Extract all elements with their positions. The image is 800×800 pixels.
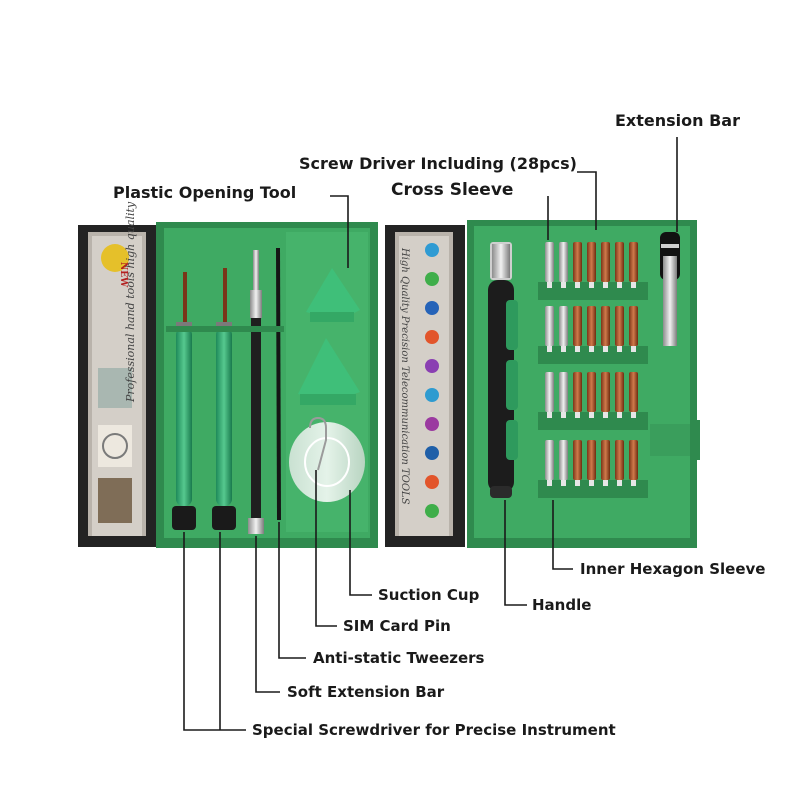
screwdriver-bit xyxy=(573,242,582,282)
box-middle-cover xyxy=(385,225,465,547)
screwdriver-handle xyxy=(488,242,518,498)
bit-type-icon xyxy=(425,446,439,460)
leader-lines xyxy=(183,137,678,731)
screwdriver-bit xyxy=(601,306,610,346)
screwdriver-bit-tip xyxy=(575,412,580,418)
bit-rack xyxy=(538,242,648,498)
bit-type-icon xyxy=(425,330,439,344)
screwdriver-bit xyxy=(587,306,596,346)
screwdriver-bit xyxy=(629,306,638,346)
bit-type-icon xyxy=(425,388,439,402)
screwdriver-bit-tip xyxy=(561,346,566,352)
label-cross-sleeve: Cross Sleeve xyxy=(391,180,514,200)
screwdriver-bit-tip xyxy=(631,346,636,352)
screwdriver-bit-tip xyxy=(575,282,580,288)
bit-type-icon xyxy=(425,359,439,373)
screwdriver-bit xyxy=(601,372,610,412)
screwdriver-bit xyxy=(601,440,610,480)
screwdriver-bit-tip xyxy=(547,282,552,288)
screwdriver-bit-tip xyxy=(617,346,622,352)
label-handle: Handle xyxy=(532,596,592,614)
screwdriver-bit-tip xyxy=(617,412,622,418)
screwdriver-bit-tip xyxy=(547,412,552,418)
screwdriver-bit xyxy=(615,306,624,346)
screwdriver-bit-tip xyxy=(589,282,594,288)
box-left-cover xyxy=(78,225,158,547)
screwdriver-bit xyxy=(615,372,624,412)
screwdriver-bit-tip xyxy=(603,480,608,486)
screwdriver-bit-tip xyxy=(547,480,552,486)
screwdriver-bit xyxy=(573,306,582,346)
bit-type-icon xyxy=(425,475,439,489)
screwdriver-bit-tip xyxy=(561,282,566,288)
screwdriver-bit-tip xyxy=(547,346,552,352)
label-extension-bar: Extension Bar xyxy=(615,111,740,130)
screwdriver-bit xyxy=(545,242,554,282)
screwdriver-bit xyxy=(545,306,554,346)
label-inner-hexagon-sleeve: Inner Hexagon Sleeve xyxy=(580,560,766,578)
screwdriver-bit-tip xyxy=(603,282,608,288)
screwdriver-bit xyxy=(615,440,624,480)
label-sim-card-pin: SIM Card Pin xyxy=(343,617,451,635)
screwdriver-bit-tip xyxy=(589,480,594,486)
screwdriver-bit-tip xyxy=(617,282,622,288)
special-screwdriver-2 xyxy=(212,268,236,530)
left-panel-print: Professional hand tools high quality xyxy=(124,201,137,402)
screwdriver-bit-tip xyxy=(575,346,580,352)
screwdriver-bit-tip xyxy=(603,346,608,352)
screwdriver-bit xyxy=(559,372,568,412)
bit-type-icon xyxy=(425,301,439,315)
bit-type-icon xyxy=(425,243,439,257)
extension-bar xyxy=(660,232,680,346)
screwdriver-bit xyxy=(573,372,582,412)
screwdriver-bit-tip xyxy=(631,412,636,418)
screwdriver-bit xyxy=(587,372,596,412)
tool-clip-strip xyxy=(166,326,284,332)
screwdriver-bit xyxy=(559,306,568,346)
screwdriver-bit xyxy=(559,242,568,282)
screwdriver-bit-tip xyxy=(589,346,594,352)
bit-type-icon xyxy=(425,417,439,431)
screwdriver-bit-tip xyxy=(589,412,594,418)
screwdriver-bit-tip xyxy=(561,412,566,418)
label-soft-extension-bar: Soft Extension Bar xyxy=(287,683,445,701)
sim-card-pin xyxy=(309,416,327,471)
screwdriver-bit-tip xyxy=(631,282,636,288)
label-screw-driver: Screw Driver Including (28pcs) xyxy=(299,154,577,173)
bit-type-icon xyxy=(425,504,439,518)
label-special-screwdriver: Special Screwdriver for Precise Instrume… xyxy=(252,721,616,739)
new-badge: NEW xyxy=(118,262,128,288)
soft-extension-bar xyxy=(248,250,264,534)
screwdriver-bit-tip xyxy=(617,480,622,486)
screwdriver-bit xyxy=(629,440,638,480)
screwdriver-bit xyxy=(587,440,596,480)
plastic-opening-tool xyxy=(298,268,360,405)
label-plastic-opening-tool: Plastic Opening Tool xyxy=(113,183,297,202)
screwdriver-bit xyxy=(545,372,554,412)
screwdriver-bit xyxy=(629,242,638,282)
screwdriver-bit-tip xyxy=(575,480,580,486)
screwdriver-bit xyxy=(573,440,582,480)
special-screwdriver-1 xyxy=(172,272,196,530)
screwdriver-bit-tip xyxy=(631,480,636,486)
thumbs-up-badge-icon xyxy=(101,244,129,272)
screwdriver-bit-tip xyxy=(561,480,566,486)
screwdriver-bit-tip xyxy=(603,412,608,418)
anti-static-tweezers xyxy=(276,248,281,520)
screwdriver-bit xyxy=(545,440,554,480)
screwdriver-bit xyxy=(629,372,638,412)
label-suction-cup: Suction Cup xyxy=(378,586,480,604)
screwdriver-bit xyxy=(601,242,610,282)
bit-type-icon xyxy=(425,272,439,286)
screwdriver-bit xyxy=(587,242,596,282)
screwdriver-bit xyxy=(615,242,624,282)
screwdriver-bit xyxy=(559,440,568,480)
label-anti-static-tweezers: Anti-static Tweezers xyxy=(313,649,485,667)
right-panel-print: High Quality Precision Telecommunication… xyxy=(399,248,410,505)
